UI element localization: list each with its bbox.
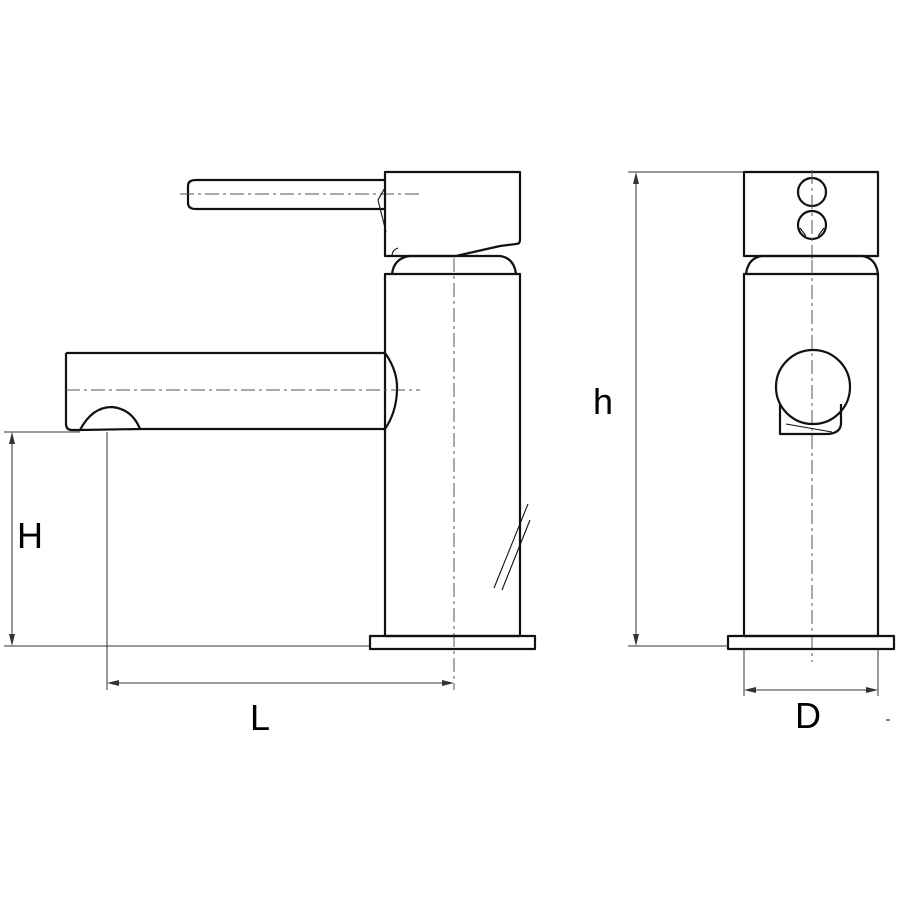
side-view: H L [4, 170, 537, 738]
dimension-H: H [4, 431, 370, 647]
dimension-L: L [106, 432, 454, 738]
dimension-h-label: h [593, 381, 613, 422]
front-head [742, 170, 880, 275]
dimension-L-label: L [250, 697, 270, 738]
cartridge-head [383, 170, 522, 275]
dimension-D-label: D [795, 695, 821, 736]
dimension-H-label: H [17, 515, 43, 556]
dimension-D: D [743, 649, 890, 736]
front-base-plate [726, 634, 896, 651]
dimension-h: h [593, 171, 744, 647]
faucet-body [383, 258, 531, 690]
base-plate [368, 634, 537, 651]
lever-handle [180, 178, 420, 233]
front-view: h D [593, 170, 896, 736]
spout [64, 351, 420, 432]
spout-end-view [774, 348, 852, 436]
front-body [742, 260, 880, 662]
